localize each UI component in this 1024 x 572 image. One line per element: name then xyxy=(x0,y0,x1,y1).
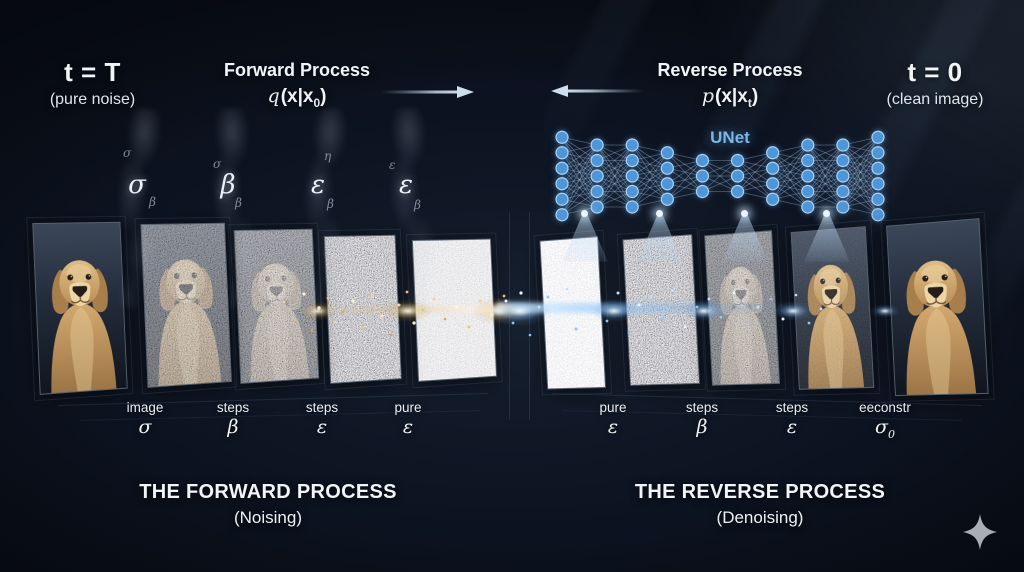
stage-label-symbol: σ xyxy=(138,416,152,438)
formula-close: ) xyxy=(751,86,759,107)
stage-label-word: steps xyxy=(216,400,250,415)
stage-label-reconstruction-sigma0: eeconstr σ0 xyxy=(837,400,933,441)
stage-label-steps-epsilon: steps ε xyxy=(744,400,840,438)
stage-label-word: pure xyxy=(394,400,422,415)
faint-greek-letter: β xyxy=(235,196,242,210)
reverse-process-footer: THE REVERSE PROCESS (Denoising) xyxy=(610,481,910,528)
faint-greek-letter: β xyxy=(327,197,334,211)
reverse-process-formula: p(x|xt) xyxy=(650,85,810,110)
timestep-T-subtitle: (pure noise) xyxy=(49,91,136,108)
faint-greek-letter: η xyxy=(324,149,332,163)
stage-label-symbol: σ0 xyxy=(837,416,933,441)
stage-label-word: steps xyxy=(305,400,339,415)
formula-arg: (x|x xyxy=(280,86,314,107)
stage-label-word: steps xyxy=(685,400,719,415)
stage-label-word: image xyxy=(126,400,164,415)
unet-label: UNet xyxy=(710,128,750,147)
forward-process-header: Forward Process q(x|x0) xyxy=(217,60,377,110)
stage-label-word: eeconstr xyxy=(859,400,911,415)
blue-light-streak xyxy=(497,303,827,313)
forward-process-formula: q(x|x0) xyxy=(217,85,377,110)
formula-arg: (x|x xyxy=(715,86,748,107)
stage-label-image-sigma: image σ xyxy=(97,400,193,438)
reverse-arrow-icon xyxy=(551,85,645,97)
formula-subscript: 0 xyxy=(313,95,321,110)
blue-sparkle-burst xyxy=(582,292,646,330)
reverse-panel-almost-clean xyxy=(790,226,875,390)
gold-sparkle-burst xyxy=(290,294,346,328)
forward-process-title: Forward Process xyxy=(223,60,371,80)
stage-label-steps-epsilon: steps ε xyxy=(274,400,370,438)
stage-label-symbol: ε xyxy=(607,416,619,438)
stage-label-word: steps xyxy=(775,400,809,415)
reverse-footer-title: THE REVERSE PROCESS xyxy=(634,481,886,503)
faint-greek-letter: σ xyxy=(213,157,222,171)
stage-label-symbol: ε xyxy=(786,416,798,438)
forward-panel-medium-noise xyxy=(233,228,320,384)
beam-source-glow xyxy=(581,210,588,217)
stage-label-word: pure xyxy=(599,400,627,415)
formula-subscript: t xyxy=(747,95,752,110)
stage-label-symbol: ε xyxy=(316,416,328,438)
timestep-0-title: t = 0 xyxy=(907,57,963,87)
symbol-char: σ xyxy=(875,416,888,438)
reverse-process-header: Reverse Process p(x|xt) xyxy=(650,60,810,110)
forward-arrow-icon xyxy=(380,86,474,98)
unet-network-diagram xyxy=(555,130,885,222)
faint-greek-letter: β xyxy=(149,195,156,209)
blue-sparkle-burst xyxy=(765,294,821,328)
stage-label-pure-epsilon: pure ε xyxy=(565,400,661,438)
greek-letter-epsilon: ε xyxy=(399,170,413,200)
blue-sparkle-burst xyxy=(476,285,564,337)
beam-source-glow xyxy=(823,210,830,217)
stage-label-symbol: β xyxy=(227,416,239,438)
stage-label-steps-beta: steps β xyxy=(185,400,281,438)
timestep-T-header: t = T (pure noise) xyxy=(15,57,170,109)
stage-label-steps-beta: steps β xyxy=(654,400,750,438)
beam-source-glow xyxy=(656,210,663,217)
symbol-subscript: 0 xyxy=(887,427,895,441)
timestep-0-subtitle: (clean image) xyxy=(886,91,984,108)
forward-footer-subtitle: (Noising) xyxy=(233,508,303,527)
timestep-0-header: t = 0 (clean image) xyxy=(855,57,1015,109)
stage-label-symbol: β xyxy=(696,416,708,438)
forward-panel-light-noise xyxy=(140,222,232,388)
greek-letter-beta: β xyxy=(220,170,236,200)
greek-letter-sigma: σ xyxy=(128,170,146,200)
faint-greek-letter: σ xyxy=(123,146,132,160)
blue-particle-dots xyxy=(0,0,2,2)
formula-function: q xyxy=(267,85,280,107)
reverse-process-title: Reverse Process xyxy=(657,60,803,80)
timestep-T-title: t = T xyxy=(64,57,121,87)
beam-source-glow xyxy=(741,210,748,217)
formula-close: ) xyxy=(320,86,327,107)
stage-label-symbol: ε xyxy=(402,416,414,438)
forward-footer-title: THE FORWARD PROCESS xyxy=(139,481,397,503)
reverse-footer-subtitle: (Denoising) xyxy=(716,508,804,527)
faint-greek-letter: β xyxy=(414,198,421,212)
sparkle-star-icon xyxy=(963,514,997,550)
blue-sparkle-burst xyxy=(865,299,905,323)
gold-sparkle-burst xyxy=(374,291,442,331)
forward-process-footer: THE FORWARD PROCESS (Noising) xyxy=(118,481,418,528)
formula-function: p xyxy=(701,85,715,107)
blue-sparkle-burst xyxy=(674,293,734,329)
stage-label-pure-epsilon: pure ε xyxy=(360,400,456,438)
greek-letter-epsilon: ε xyxy=(311,170,325,200)
faint-greek-letter: ε xyxy=(389,158,396,172)
